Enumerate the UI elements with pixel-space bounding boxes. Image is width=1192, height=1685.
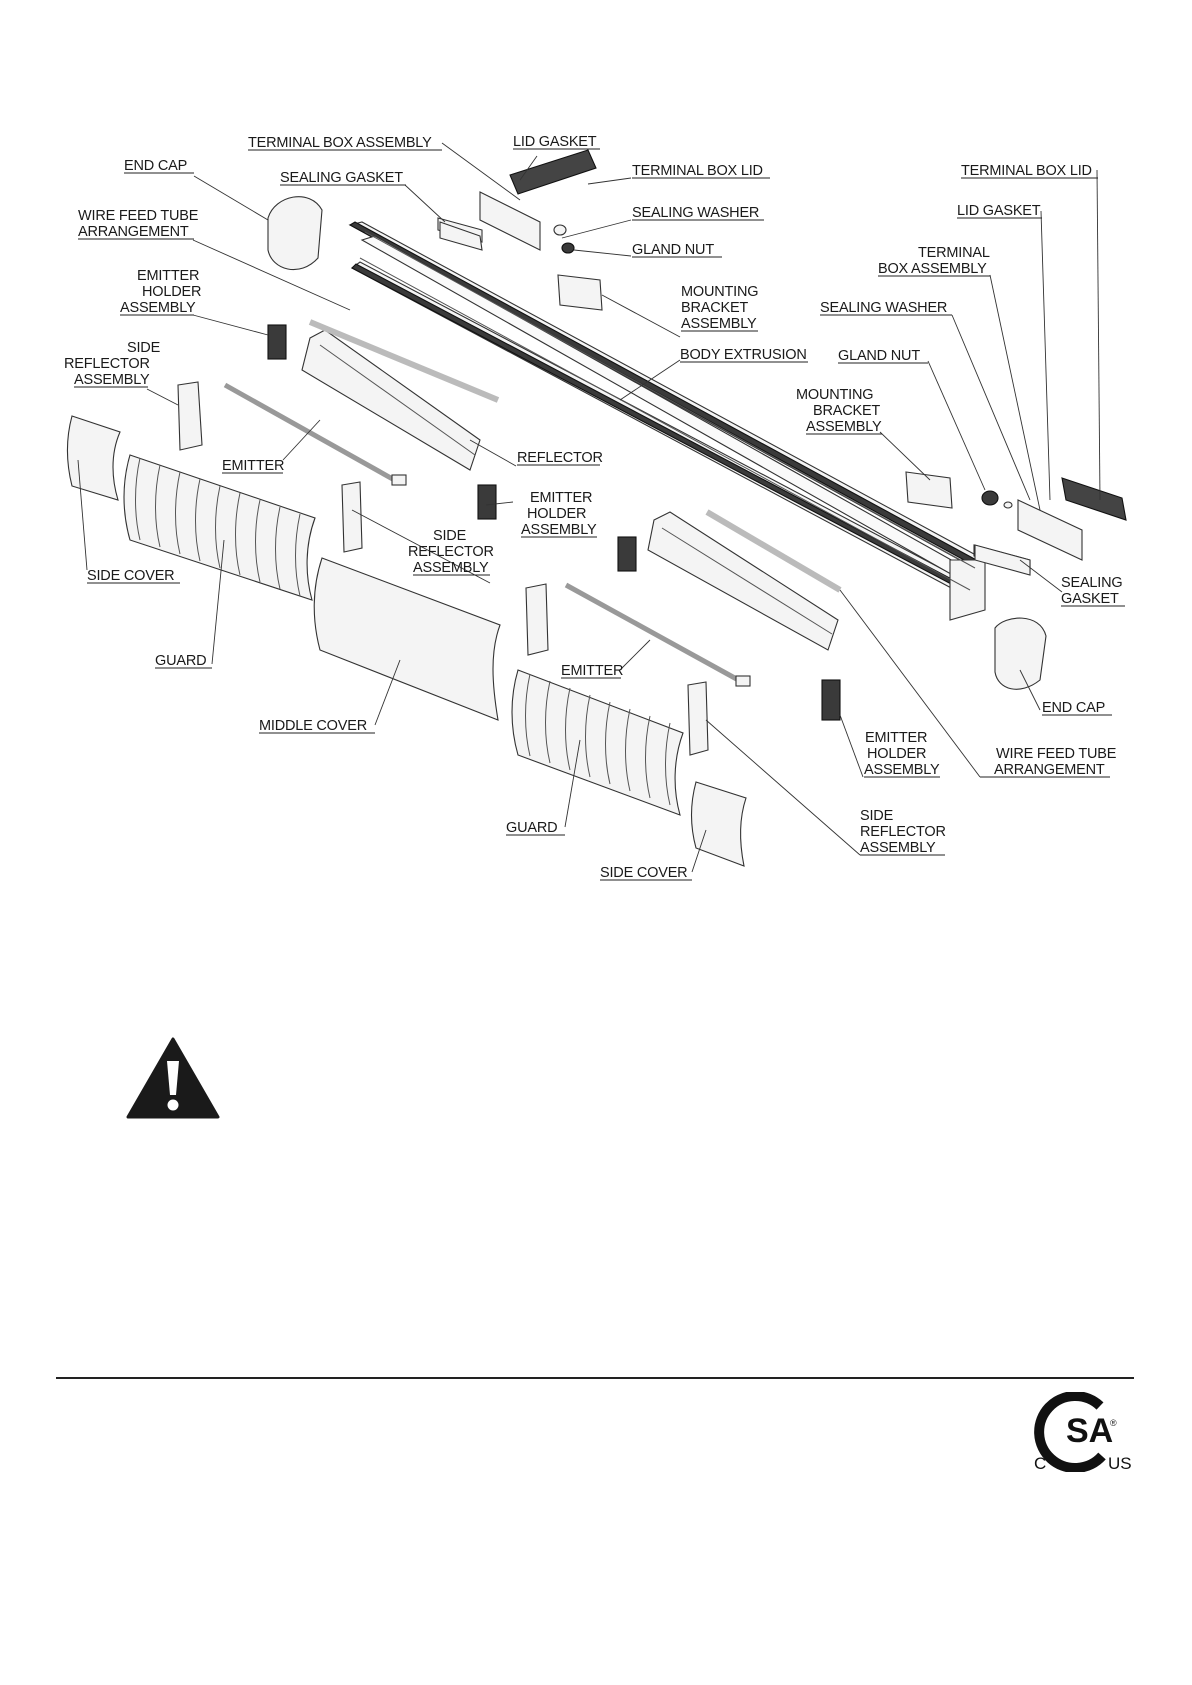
label-mounting-bracket-right-2: BRACKET [813, 403, 880, 419]
footer-divider [56, 1377, 1134, 1379]
label-emitter-left: EMITTER [222, 458, 284, 474]
label-mounting-bracket-right-3: ASSEMBLY [806, 419, 882, 435]
side-cover-left-part [67, 415, 121, 501]
label-gland-nut-right: GLAND NUT [838, 348, 920, 364]
label-emitter-holder-mid-1: EMITTER [530, 490, 592, 506]
body-extrusion-part [348, 221, 986, 621]
label-sealing-washer-top: SEALING WASHER [632, 205, 759, 221]
label-wire-feed-tube-right-1: WIRE FEED TUBE [996, 746, 1117, 762]
label-emitter-holder-right-1: EMITTER [865, 730, 927, 746]
label-terminal-box-lid-top: TERMINAL BOX LID [632, 163, 763, 179]
label-sealing-gasket-right-2: GASKET [1061, 591, 1119, 607]
csa-us-label: US [1108, 1454, 1132, 1473]
csa-registered-mark: ® [1110, 1418, 1117, 1428]
emitter-holder-part-2 [477, 484, 497, 520]
label-terminal-box-assembly-top: TERMINAL BOX ASSEMBLY [248, 135, 432, 151]
emitter-holder-part-3 [617, 536, 637, 572]
label-lid-gasket-right: LID GASKET [957, 203, 1041, 219]
label-side-cover-right: SIDE COVER [600, 865, 687, 881]
label-emitter-right: EMITTER [561, 663, 623, 679]
emitter-left-part [223, 382, 407, 486]
side-reflector-part-4 [687, 681, 709, 756]
label-wire-feed-tube-right-2: ARRANGEMENT [994, 762, 1105, 778]
label-side-reflector-top-3: ASSEMBLY [74, 372, 150, 388]
guard-right-part [511, 669, 684, 816]
mounting-bracket-part-right [905, 471, 953, 509]
label-emitter-holder-top-1: EMITTER [137, 268, 199, 284]
label-side-reflector-right-1: SIDE [860, 808, 894, 824]
label-guard-right: GUARD [506, 820, 557, 836]
side-cover-right-part [691, 781, 747, 867]
emitter-right-part [564, 582, 751, 687]
label-gland-nut-top: GLAND NUT [632, 242, 714, 258]
label-side-reflector-right-2: REFLECTOR [860, 824, 946, 840]
side-reflector-part-2 [341, 481, 363, 553]
label-emitter-holder-top-3: ASSEMBLY [120, 300, 196, 316]
label-emitter-holder-mid-2: HOLDER [527, 506, 586, 522]
label-mounting-bracket-top-1: MOUNTING [681, 284, 758, 300]
mounting-bracket-part-left [557, 274, 603, 311]
guard-left-part [123, 454, 316, 601]
label-wire-feed-tube-top-2: ARRANGEMENT [78, 224, 189, 240]
label-end-cap-top: END CAP [124, 158, 187, 174]
label-emitter-holder-right-3: ASSEMBLY [864, 762, 940, 778]
label-side-reflector-mid-1: SIDE [433, 528, 467, 544]
label-side-reflector-right-3: ASSEMBLY [860, 840, 936, 856]
warning-triangle-icon [126, 1037, 220, 1119]
csa-c-label: C [1034, 1454, 1047, 1473]
csa-certification-logo: SA [1034, 1392, 1113, 1472]
label-sealing-washer-right: SEALING WASHER [820, 300, 947, 316]
label-terminal-box-right-2: BOX ASSEMBLY [878, 261, 987, 277]
middle-cover-part [313, 557, 501, 721]
label-end-cap-right: END CAP [1042, 700, 1105, 716]
part-labels: TERMINAL BOX ASSEMBLY LID GASKET TERMINA… [64, 134, 1125, 881]
label-mounting-bracket-top-3: ASSEMBLY [681, 316, 757, 332]
reflector-left-part [301, 329, 481, 471]
label-body-extrusion: BODY EXTRUSION [680, 347, 807, 363]
label-emitter-holder-mid-3: ASSEMBLY [521, 522, 597, 538]
label-terminal-box-right-1: TERMINAL [918, 245, 990, 261]
reflector-right-part [647, 511, 839, 651]
end-cap-top-part [267, 196, 323, 271]
wire-feed-tube-right-part [705, 509, 842, 593]
label-side-cover-left: SIDE COVER [87, 568, 174, 584]
label-terminal-box-lid-right: TERMINAL BOX LID [961, 163, 1092, 179]
emitter-holder-part-4 [821, 679, 841, 721]
csa-mark-text: SA [1062, 1425, 1122, 1426]
label-emitter-holder-top-2: HOLDER [142, 284, 201, 300]
label-guard-left: GUARD [155, 653, 206, 669]
end-cap-right-part [994, 617, 1047, 690]
label-middle-cover: MIDDLE COVER [259, 718, 367, 734]
label-side-reflector-mid-2: REFLECTOR [408, 544, 494, 560]
label-mounting-bracket-right-1: MOUNTING [796, 387, 873, 403]
wire-feed-tube-left-part [308, 319, 500, 403]
label-side-reflector-mid-3: ASSEMBLY [413, 560, 489, 576]
sealing-gasket-top-part [439, 221, 483, 251]
side-reflector-part-3 [525, 583, 549, 656]
side-reflector-part-1 [177, 381, 203, 451]
label-side-reflector-top-2: REFLECTOR [64, 356, 150, 372]
label-sealing-gasket-top: SEALING GASKET [280, 170, 403, 186]
label-side-reflector-top-1: SIDE [127, 340, 161, 356]
svg-text:SA: SA [1066, 1412, 1113, 1450]
leader-lines [77, 142, 1101, 873]
sealing-gasket-right-part [974, 544, 1031, 576]
label-reflector: REFLECTOR [517, 450, 603, 466]
label-mounting-bracket-top-2: BRACKET [681, 300, 748, 316]
label-lid-gasket-top: LID GASKET [513, 134, 597, 150]
label-sealing-gasket-right-1: SEALING [1061, 575, 1122, 591]
emitter-holder-part-1 [267, 324, 287, 360]
label-emitter-holder-right-2: HOLDER [867, 746, 926, 762]
label-wire-feed-tube-top-1: WIRE FEED TUBE [78, 208, 199, 224]
